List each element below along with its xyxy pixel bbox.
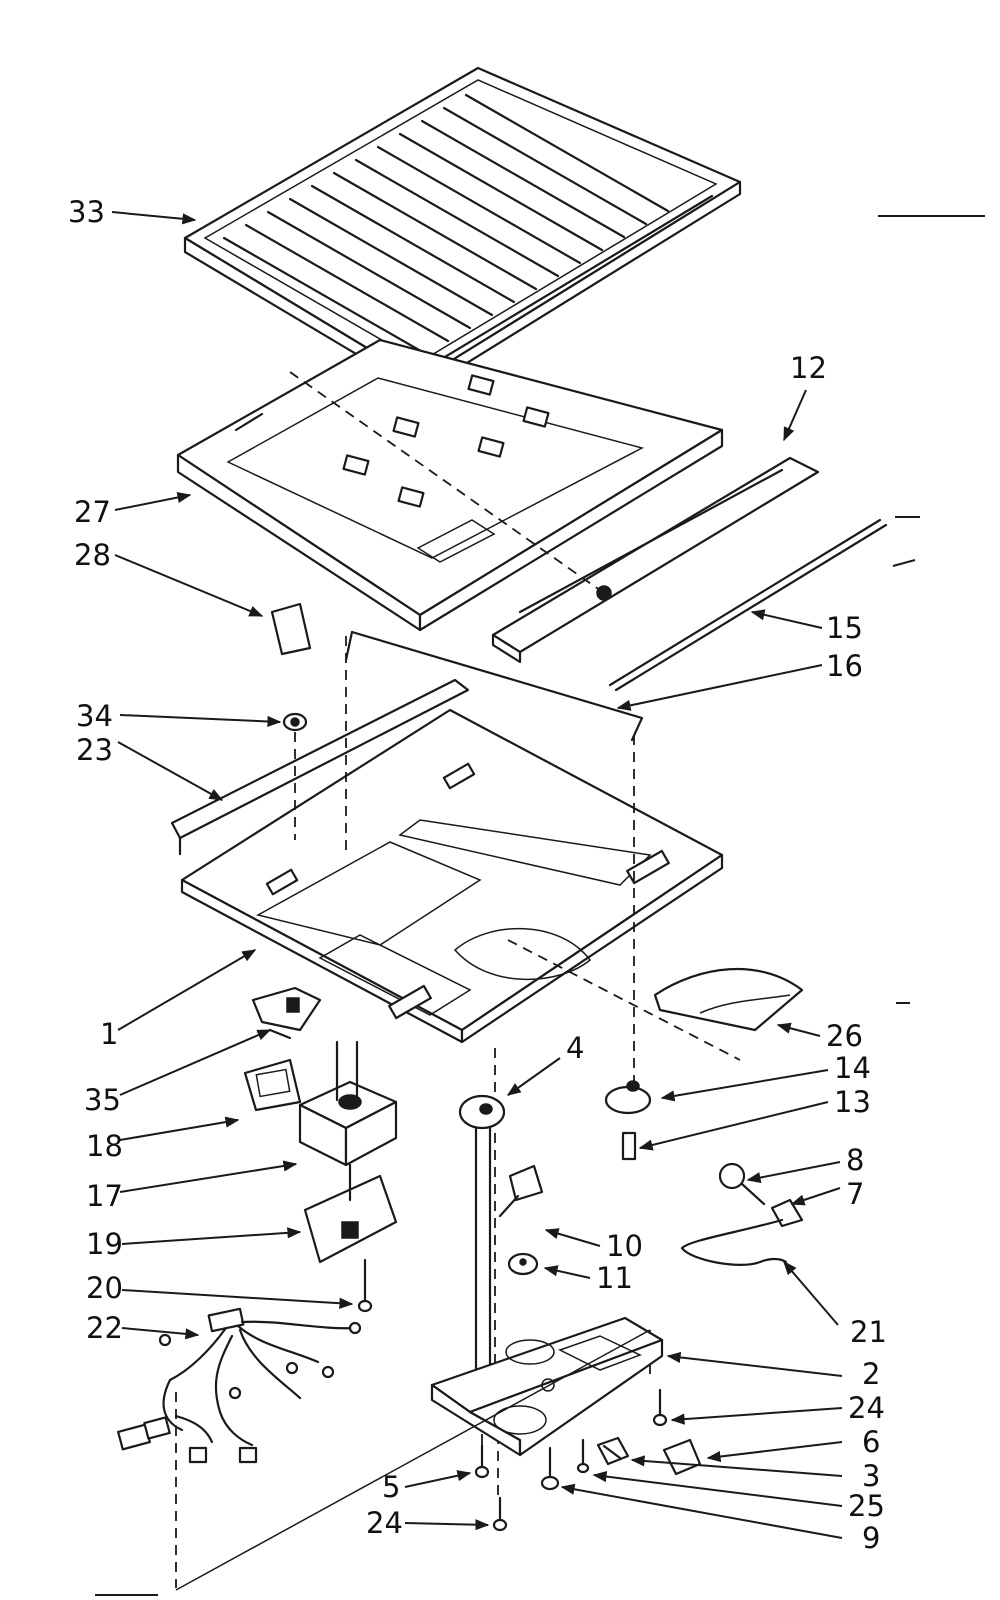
part-27-frame [176,338,724,632]
part-1-divider-tray [180,708,724,1044]
callout-27: 27 [74,495,111,529]
callout-34: 34 [76,699,113,733]
callout-24-b: 24 [366,1506,403,1540]
part-20-screw [357,1258,373,1313]
callout-labels: 33 12 27 28 15 16 34 23 1 26 35 4 14 13 … [68,195,887,1555]
part-6-grommet [662,1438,702,1476]
callout-14: 14 [834,1051,871,1085]
callout-10: 10 [606,1229,643,1263]
part-22-wire-harness [117,1307,362,1464]
callout-33: 33 [68,195,105,229]
part-35-damper [251,986,322,1040]
callout-24-a: 24 [848,1391,885,1425]
callout-18: 18 [86,1129,123,1163]
part-14-bushing [604,1080,652,1115]
callout-15: 15 [826,611,863,645]
callout-11: 11 [596,1261,633,1295]
part-11-washer [507,1252,539,1276]
part-13-screw [621,1131,637,1161]
callout-25: 25 [848,1489,885,1523]
callout-4: 4 [566,1031,584,1065]
part-8-bulb [718,1162,766,1206]
part-3-nut [596,1436,630,1466]
callout-3: 3 [862,1459,880,1493]
part-34-grommet [282,712,308,732]
callout-8: 8 [846,1143,864,1177]
callout-9: 9 [862,1521,880,1555]
callout-2: 2 [862,1357,880,1391]
part-17-control-box [298,1040,398,1167]
part-4-bracket [458,1094,506,1397]
callout-20: 20 [86,1271,123,1305]
callout-22: 22 [86,1311,123,1345]
part-15-rod [608,518,888,692]
callout-17: 17 [86,1179,123,1213]
part-25-screw [576,1438,590,1474]
part-10-switch [498,1164,544,1218]
part-33-louvered-cover [183,66,742,394]
long-assembly-line [175,1329,651,1591]
callout-35: 35 [84,1083,121,1117]
part-12-rail [491,456,820,664]
part-21-wire [680,1218,788,1266]
callout-16: 16 [826,649,863,683]
callout-5: 5 [382,1470,400,1504]
callout-26: 26 [826,1019,863,1053]
callout-7: 7 [846,1177,864,1211]
leader-arrows [111,211,843,1539]
part-26-pad [653,967,804,1032]
callout-6: 6 [862,1425,880,1459]
part-19-bracket [303,1163,398,1264]
part-2-base-tray [430,1316,664,1457]
margin-marks [95,215,985,1596]
part-28-clip [270,602,312,656]
callout-1: 1 [100,1017,118,1051]
callout-21: 21 [850,1315,887,1349]
callout-12: 12 [790,351,827,385]
part-16-gasket-wire [344,630,644,742]
callout-23: 23 [76,733,113,767]
part-18-bezel [243,1058,302,1112]
part-24-screw-b [492,1496,508,1532]
part-9-foot [540,1446,560,1491]
callout-28: 28 [74,538,111,572]
part-24-screw-a [652,1388,668,1427]
part-5-screw [474,1443,490,1479]
callout-19: 19 [86,1227,123,1261]
callout-13: 13 [834,1085,871,1119]
part-23-rail [170,678,470,856]
